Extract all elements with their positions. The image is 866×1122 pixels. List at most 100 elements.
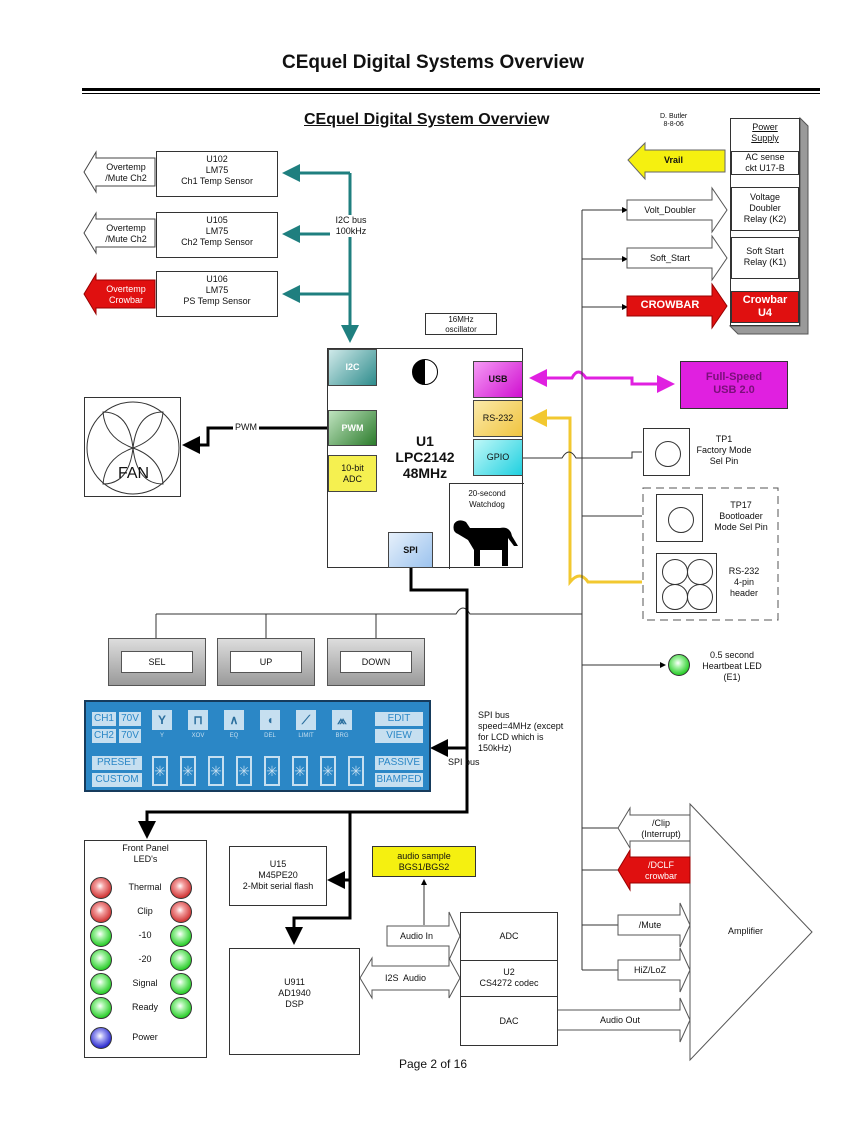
codec-dac: DAC <box>499 1016 519 1026</box>
pwm-label: PWM <box>233 422 259 433</box>
hdr-line: 4-pin <box>733 577 754 587</box>
up-button-label: UP <box>230 651 302 673</box>
header-rule-thin <box>82 93 820 94</box>
flash-line: M45PE20 <box>258 870 298 880</box>
spi-note-line: speed=4MHz (except <box>478 721 564 731</box>
usb-line1: Full-Speed <box>705 371 763 383</box>
amplifier-label: Amplifier <box>728 926 764 936</box>
lcd-icon-xov: ⊓ <box>188 710 208 730</box>
adc-text2: ADC <box>342 473 362 484</box>
down-button[interactable]: DOWN <box>327 638 425 686</box>
temp1-output-arrow <box>83 150 156 194</box>
hdr-line: RS-232 <box>728 566 760 576</box>
dclf-arrow <box>617 848 691 892</box>
pin-circle-icon <box>687 584 713 610</box>
tp17-pin[interactable] <box>656 494 703 542</box>
tp-line: Bootloader <box>719 511 763 521</box>
tp-line: Sel Pin <box>709 456 739 466</box>
usb-wire <box>529 369 675 393</box>
crowbar-arrow <box>626 282 728 330</box>
ac-sense-2: ckt U17-B <box>745 163 785 173</box>
led-20-left <box>90 949 112 971</box>
output-line: Overtemp <box>106 284 146 294</box>
temp-sensor-id: U105 <box>206 215 228 225</box>
mcu-i2c-block: I2C <box>328 349 377 386</box>
dclf-line: /DCLF <box>647 860 674 870</box>
lcd-icon-caption: BRG <box>335 733 349 739</box>
temp-sensor-part: LM75 <box>205 165 229 175</box>
pin-circle-icon <box>655 441 681 467</box>
diagram-title-underlined: CEquel Digital System Overvie <box>304 111 537 128</box>
fp-title1: Front Panel <box>122 843 169 853</box>
led-label: Ready <box>131 1002 158 1012</box>
ac-sense: AC sense ckt U17-B <box>731 151 799 175</box>
header-rule <box>82 88 820 91</box>
lcd-icon-eq: ∧ <box>224 710 244 730</box>
relay-line: Soft Start <box>746 246 784 256</box>
led-label: Thermal <box>128 882 162 892</box>
clip-arrow <box>617 806 691 850</box>
temp2-output-label: Overtemp/Mute Ch2 <box>98 223 154 245</box>
codec-u2: ADC U2 CS4272 codec DAC <box>460 912 558 1046</box>
spi-bus-note: SPI bus speed=4MHz (except for LCD which… <box>478 710 563 754</box>
led-power-left <box>90 1027 112 1049</box>
relay-line: Relay (K2) <box>743 214 787 224</box>
date: 8-8-06 <box>663 121 684 128</box>
crowbar-line: Crowbar <box>742 294 788 306</box>
mcu-usb-block: USB <box>473 361 523 398</box>
usb-port[interactable]: Full-Speed USB 2.0 <box>680 361 788 409</box>
audio-out-arrow <box>555 997 691 1043</box>
temp-sensor-desc: Ch1 Temp Sensor <box>181 176 253 186</box>
crowbar-line: U4 <box>757 307 773 319</box>
rs232-header[interactable] <box>656 553 717 613</box>
led-10-right <box>170 925 192 947</box>
adc-text1: 10-bit <box>341 462 364 473</box>
hdr-line: header <box>729 588 759 598</box>
bootloader-group <box>642 487 779 621</box>
led-signal-left <box>90 973 112 995</box>
sel-button[interactable]: SEL <box>108 638 206 686</box>
tp-line: TP1 <box>715 434 733 444</box>
led-thermal-right <box>170 877 192 899</box>
led-label: -20 <box>138 954 152 964</box>
temp2-output-arrow <box>83 211 156 255</box>
audio-out-label: Audio Out <box>600 1015 641 1025</box>
up-button[interactable]: UP <box>217 638 315 686</box>
lcd-passive: PASSIVE <box>375 756 423 770</box>
i2c-line1: I2C bus <box>335 215 367 225</box>
led-label: Signal <box>132 978 158 988</box>
output-line: Crowbar <box>108 295 143 305</box>
gpio-text: GPIO <box>486 452 510 462</box>
sel-button-label: SEL <box>121 651 193 673</box>
tp1-pin[interactable] <box>643 428 690 476</box>
spi-bus <box>138 568 469 945</box>
mute-arrow <box>617 902 691 948</box>
lcd-ch1: CH1 <box>92 712 116 726</box>
dsp-u911: U911 AD1940 DSP <box>229 948 360 1055</box>
watchdog-line2: Watchdog <box>469 500 505 509</box>
temp-sensor-u106: U106 LM75 PS Temp Sensor <box>156 271 278 317</box>
volt-doubler-relay: Voltage Doubler Relay (K2) <box>731 187 799 231</box>
lcd-icon-caption: EQ <box>229 733 239 739</box>
audio-sample-line: audio sample <box>397 851 451 861</box>
lcd-icon-caption: DEL <box>264 733 276 739</box>
flash-line: 2-Mbit serial flash <box>242 881 314 891</box>
pin-circle-icon <box>662 559 688 585</box>
ac-sense-1: AC sense <box>745 152 785 162</box>
led-20-right <box>170 949 192 971</box>
lcd-icon-y: Y <box>152 710 172 730</box>
lcd-segment-digit: ✳ <box>180 756 196 786</box>
ps-title1: Power <box>752 122 778 132</box>
relay-line: Relay (K1) <box>743 257 787 267</box>
lcd-icon-caption: LIMIT <box>298 733 314 739</box>
ps-title2: Supply <box>751 133 779 143</box>
lcd-preset: PRESET <box>92 756 142 770</box>
pwm-wire <box>182 426 333 454</box>
codec-adc: ADC <box>461 913 557 961</box>
author: D. Butler <box>660 113 688 120</box>
crowbar-u4: Crowbar U4 <box>731 291 799 323</box>
